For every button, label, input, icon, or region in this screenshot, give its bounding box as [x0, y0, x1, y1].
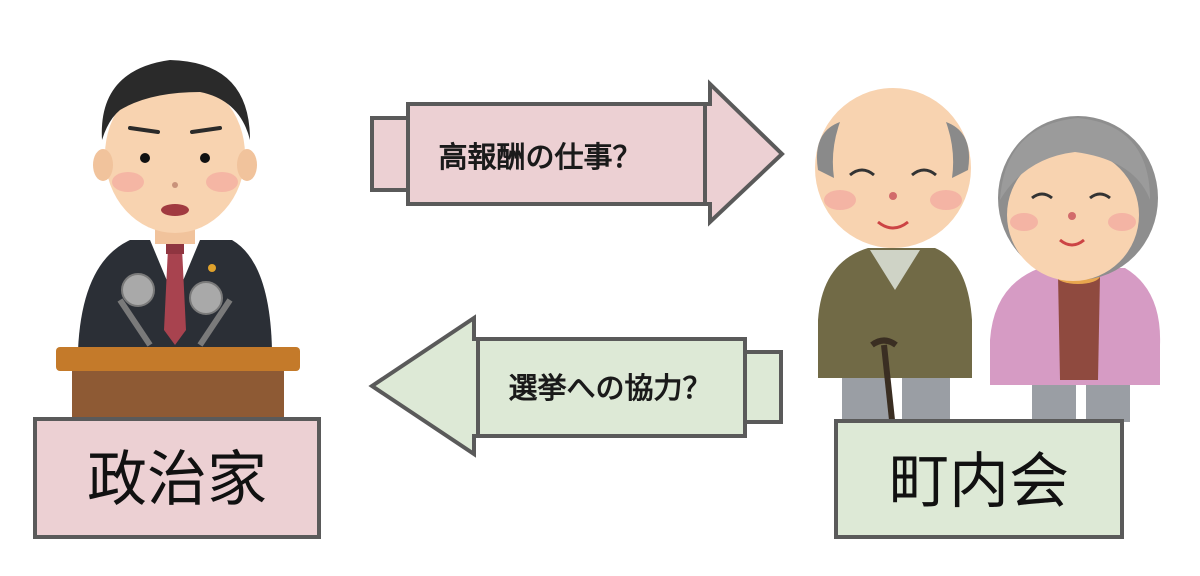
- arrow-to-right: 高報酬の仕事？: [370, 79, 785, 227]
- arrow-to-left-label: 選挙への協力？: [508, 371, 711, 405]
- neighborhood-association-label-box: 町内会: [834, 419, 1124, 539]
- politician-label-box: 政治家: [33, 417, 321, 539]
- arrow-to-right-label: 高報酬の仕事？: [438, 140, 641, 174]
- old-man: [815, 88, 972, 422]
- elderly-couple-illustration: [815, 88, 1161, 422]
- politician-illustration: [56, 60, 300, 421]
- neighborhood-association-label: 町内会: [889, 447, 1069, 517]
- old-woman: [990, 116, 1161, 422]
- arrow-to-left: 選挙への協力？: [368, 314, 783, 458]
- politician-label: 政治家: [87, 445, 267, 515]
